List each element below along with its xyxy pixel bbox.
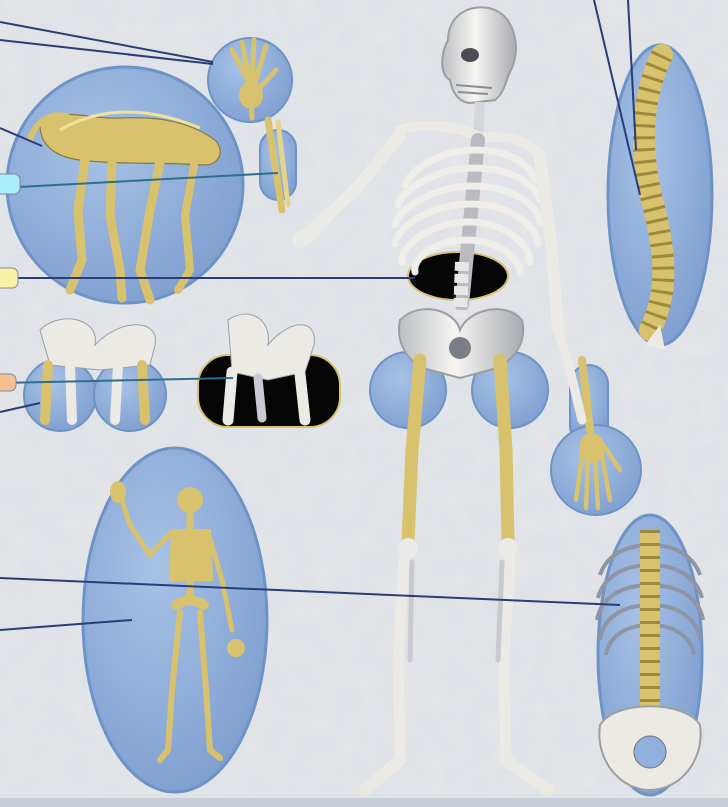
spine-side-medallion [608,45,712,350]
raised-hand-medallion [208,38,292,122]
small-skeleton-medallion [83,448,267,792]
bottom-band [0,798,728,807]
spine-back-medallion [597,515,703,795]
cyan-callout-tab [0,174,20,194]
yellow-callout-tab [0,268,18,288]
peach-callout-tab [0,374,16,391]
